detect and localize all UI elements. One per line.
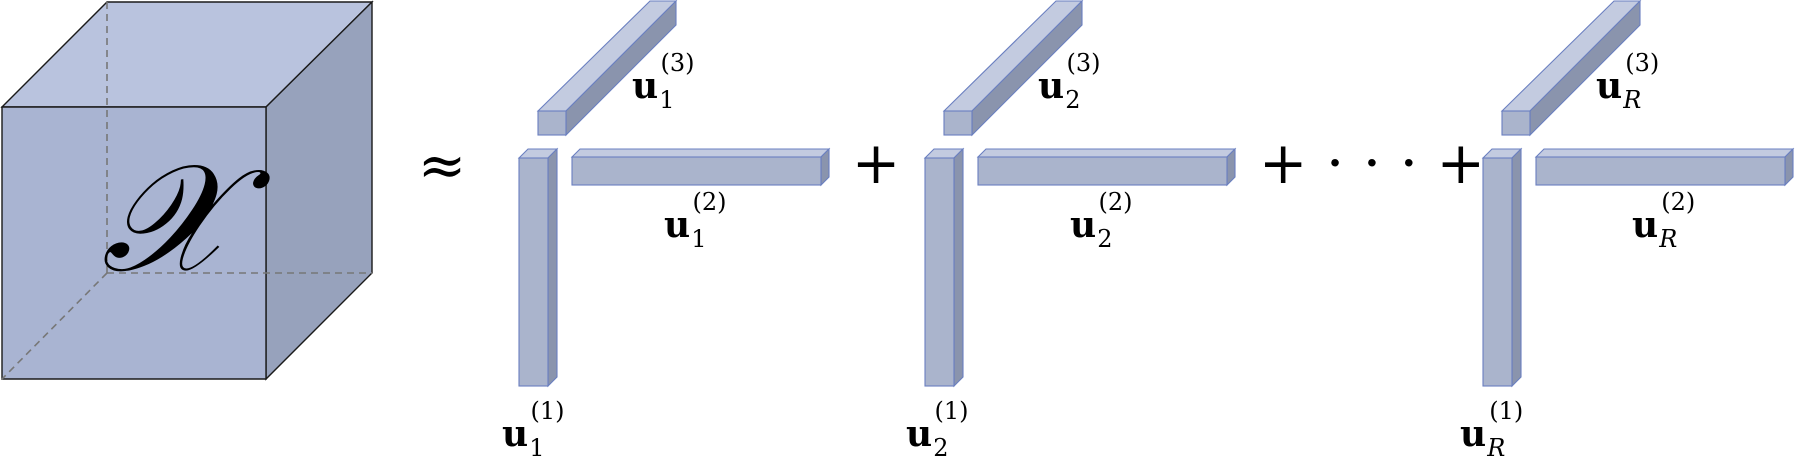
mode2-vector-bar <box>570 147 831 187</box>
mode1-vector-label: u2(1) <box>906 397 968 458</box>
mode2-vector-bar <box>976 147 1237 187</box>
rank-one-term-1: u1(3) u1(2) u1(1) <box>502 0 831 458</box>
mode2-vector-label: uR(2) <box>1632 188 1695 253</box>
mode2-vector-label: u2(2) <box>1070 188 1132 253</box>
tensor-cube: 𝒳 <box>0 0 374 381</box>
mode2-vector-label: u1(2) <box>664 188 726 253</box>
mode1-vector-bar <box>1481 147 1523 388</box>
mode3-vector-label: uR(3) <box>1596 49 1659 114</box>
rank-one-term-R: uR(3) uR(2) uR(1) <box>1460 0 1795 458</box>
cube-hidden-edge-diagonal <box>1 272 108 380</box>
approx-sign: ≈ <box>418 131 467 199</box>
mode3-vector-label: u1(3) <box>632 49 694 114</box>
mode3-vector-bar <box>536 0 678 137</box>
mode1-vector-bar <box>517 147 559 388</box>
plus-sign: + <box>852 129 901 197</box>
mode1-vector-bar <box>923 147 965 388</box>
mode3-vector-bar <box>942 0 1084 137</box>
mode1-vector-label: u1(1) <box>502 397 564 458</box>
plus-ellipsis-plus: + · · · + <box>1259 129 1485 197</box>
mode3-vector-label: u2(3) <box>1038 49 1100 114</box>
mode3-vector-bar <box>1500 0 1642 137</box>
mode1-vector-label: uR(1) <box>1460 397 1523 458</box>
cube-front-face <box>1 106 267 380</box>
mode2-vector-bar <box>1534 147 1795 187</box>
rank-one-term-2: u2(3) u2(2) u2(1) <box>906 0 1237 458</box>
